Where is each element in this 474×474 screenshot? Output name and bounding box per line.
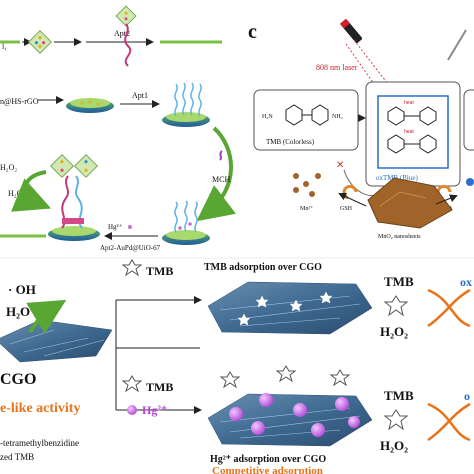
mn-ions <box>293 173 321 197</box>
laser-icon <box>339 18 362 43</box>
partial-label-top: l₁ <box>2 42 7 51</box>
cgo-sheet-bottom <box>207 393 373 447</box>
aptamer-strand <box>124 23 132 67</box>
nh2-label: H₂N <box>262 114 273 120</box>
heat-label: heat <box>404 100 414 106</box>
tmb-star-icon <box>329 369 351 387</box>
electrode-disk-composite <box>48 175 100 241</box>
reaction-arrow <box>427 402 471 442</box>
curved-arrow <box>11 170 52 212</box>
tmb-star-icon <box>121 259 143 277</box>
mno2-label: MnO₂ nanosheets <box>378 234 421 240</box>
cgo-sheet-left <box>0 319 113 363</box>
nanozyme-particle-icon <box>49 153 75 179</box>
activity-label: e-like activity <box>0 401 80 416</box>
hg-dot <box>128 225 132 229</box>
mch-molecule <box>219 150 223 161</box>
hg-ion-label: Hg²⁺ <box>142 403 167 417</box>
reaction-arrow <box>427 288 471 328</box>
electrode-disk-hg <box>162 200 210 245</box>
panel-a: l₁ Apt2 n@HS-rGO Apt1 <box>0 5 236 252</box>
gsh-label: GSH <box>340 206 353 212</box>
laser-beam <box>345 43 375 85</box>
panel-b: · OH H₂O CGO e-like activity -tetramethy… <box>0 259 472 474</box>
cgo-sheet-top <box>207 281 373 335</box>
apt2-label: Apt2 <box>114 29 130 38</box>
tmb-bottom-label: TMB <box>146 380 173 394</box>
curved-arrow <box>196 126 236 222</box>
laser-beam <box>353 39 389 85</box>
reaction-arrow <box>427 402 471 442</box>
tmb-partial-1: -tetramethylbenzidine <box>0 438 79 448</box>
curved-arrow <box>26 299 67 334</box>
ox-bottom: o <box>464 389 470 403</box>
syringe-icon <box>447 29 467 61</box>
blocked-mark: ✕ <box>336 160 344 171</box>
mno2-nanosheet <box>367 177 453 229</box>
tmb-star-icon <box>383 409 409 431</box>
right-tmb-top: TMB <box>384 274 414 289</box>
tmb-colorless-label: TMB (Colorless) <box>266 138 315 146</box>
tmb-star-icon <box>383 295 409 317</box>
partial-box <box>463 89 474 151</box>
tmb-partial-2: zed TMB <box>0 452 34 462</box>
panel-letter: c <box>248 21 257 43</box>
nanozyme-particle-icon <box>73 153 99 179</box>
oxtmb-bracket <box>377 95 449 169</box>
tmb-star-icon <box>121 375 143 393</box>
composite-label: Apt2-AuPd@UiO-67 <box>100 244 161 252</box>
partial-label-mid: n@HS-rGO <box>0 97 39 106</box>
tmb-star-icon <box>219 371 241 389</box>
competitive-label: Competitive adsorption <box>212 465 323 474</box>
h2o-label: H₂O <box>8 189 23 198</box>
h2o-label-b: H₂O <box>6 304 30 319</box>
oxtmb-structure <box>387 106 437 154</box>
electrode-disk <box>66 98 114 113</box>
right-tmb-bottom: TMB <box>384 388 414 403</box>
nanozyme-particle-icon <box>27 29 53 55</box>
apt1-label: Apt1 <box>132 91 148 100</box>
cgo-label: CGO <box>0 371 36 388</box>
nanozyme-particle-icon <box>115 5 137 27</box>
right-h2o2-top: H₂O₂ <box>380 324 408 339</box>
oh-label: · OH <box>8 282 36 297</box>
nh2-label: NH₂ <box>332 114 343 120</box>
h2o2-label: H₂O₂ <box>0 163 17 172</box>
tmb-star-icon <box>275 365 297 383</box>
laser-label: 808 nm laser <box>316 63 358 72</box>
mn-label: Mn²⁺ <box>300 205 313 212</box>
arrow <box>435 194 458 205</box>
reaction-arrow <box>427 288 471 328</box>
panel-c: c 808 nm laser H₂N NH₂ TMB (Colorless) <box>248 18 474 240</box>
tmb-top-label: TMB <box>146 264 173 278</box>
hg-label: Hg²⁺ <box>108 223 123 231</box>
ox-top: ox <box>460 275 472 289</box>
partial-blob <box>466 178 474 186</box>
right-h2o2-bottom: H₂O₂ <box>380 438 408 453</box>
hg-ball-icon <box>127 405 137 415</box>
adsorption-title: TMB adsorption over CGO <box>204 262 322 273</box>
hg-adsorption-title: Hg²⁺ adsorption over CGO <box>210 454 326 465</box>
tmb-structure <box>285 104 329 126</box>
arrow <box>338 192 367 207</box>
electrode-disk-apt1 <box>162 82 210 127</box>
oxtmb-label: oxTMB (Blue) <box>376 174 418 182</box>
heat-label: heat <box>404 129 414 135</box>
mch-label: MCH <box>212 175 230 184</box>
